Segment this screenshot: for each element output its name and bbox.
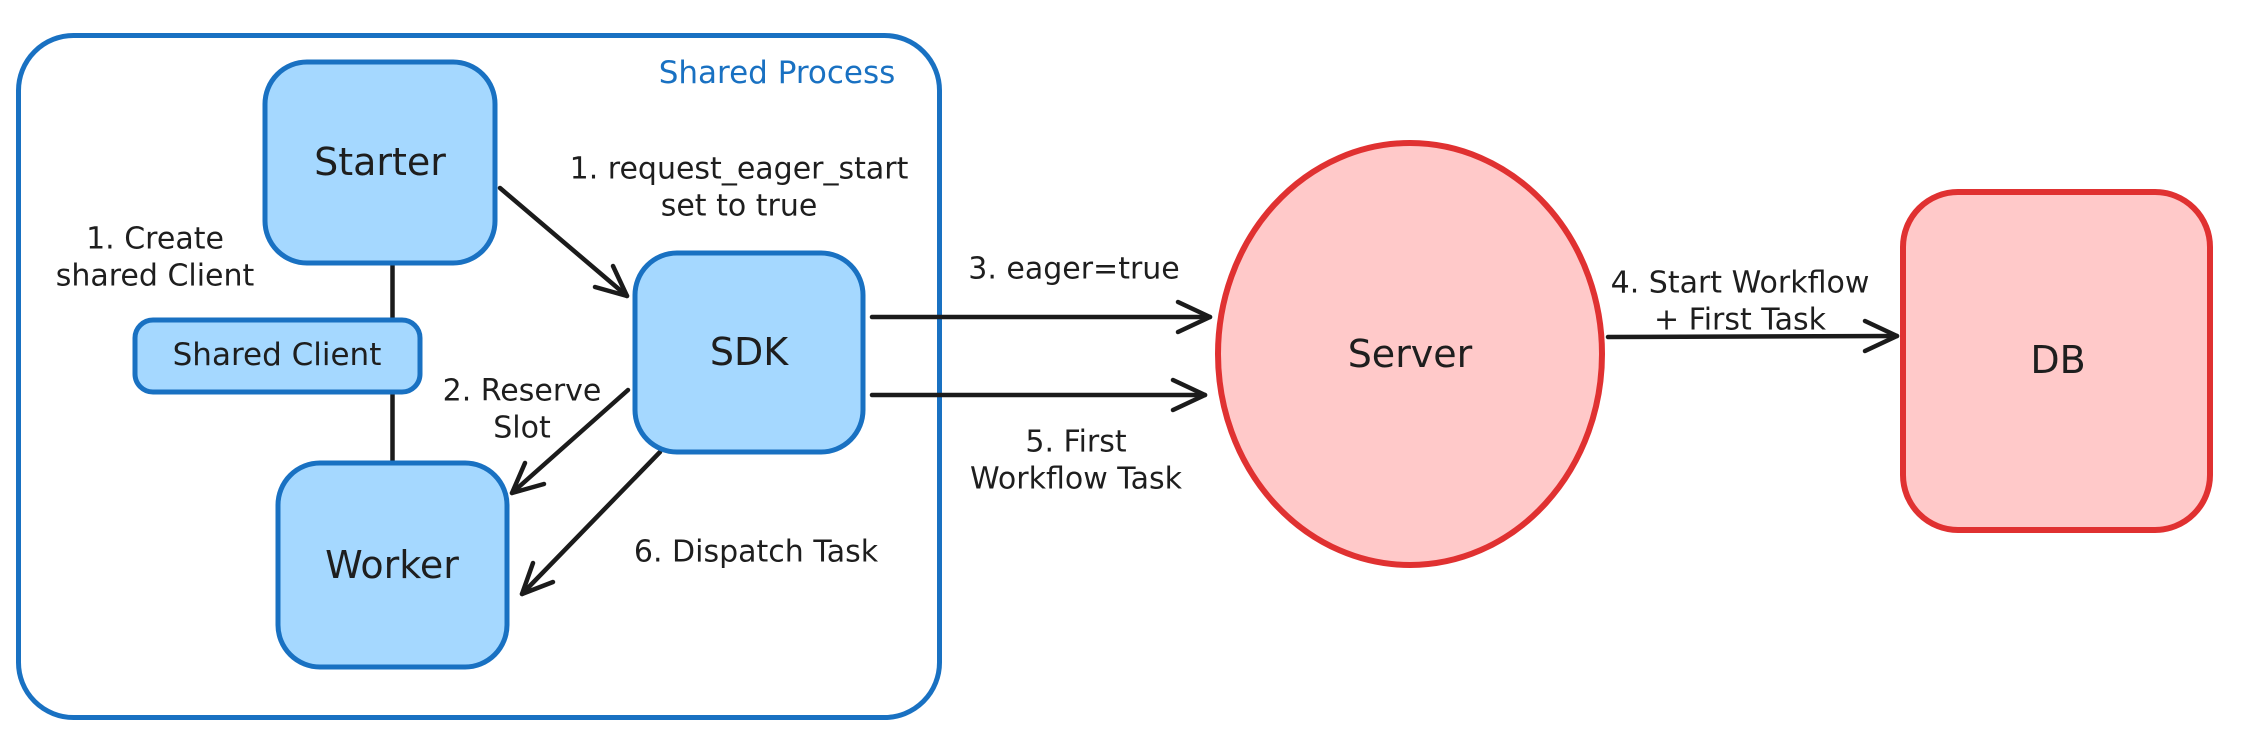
edge-label-request-eager-start: 1. request_eager_start set to true: [570, 151, 909, 224]
edge-label-line: 6. Dispatch Task: [633, 534, 879, 570]
edge-label-line: 1. Create: [86, 221, 224, 257]
shared-client-node-box: [132, 317, 423, 395]
edge-label-line: 4. Start Workflow: [1610, 265, 1870, 301]
edge-label-start-workflow: 4. Start Workflow + First Task: [1611, 265, 1870, 338]
edge-label-line: 1. request_eager_start: [569, 151, 909, 187]
edge-label-eager-true: 3. eager=true: [968, 252, 1180, 289]
edge-label-first-workflow-task: 5. First Workflow Task: [970, 424, 1182, 497]
edge-label-line: + First Task: [1653, 302, 1827, 337]
arrow-dispatch-task: [519, 449, 663, 597]
edge-label-dispatch-task: 6. Dispatch Task: [634, 535, 878, 572]
node-label-starter: Starter: [314, 139, 446, 184]
edge-label-line: Workflow Task: [969, 461, 1183, 496]
edge-label-line: 3. eager=true: [968, 251, 1180, 287]
edge-label-line: Slot: [493, 410, 551, 445]
node-label-shared-client: Shared Client: [172, 337, 382, 374]
shared-process-label: Shared Process: [658, 55, 896, 92]
db-node-box: [1900, 189, 2213, 533]
edge-label-reserve-slot: 2. Reserve Slot: [443, 373, 602, 446]
arrow-reserve-slot: [509, 387, 631, 496]
arrow-request-eager-start: [497, 185, 630, 299]
arrow-start-workflow: [1605, 318, 1900, 354]
node-label-db: DB: [2030, 337, 2086, 382]
sdk-node-box: [632, 250, 866, 455]
edge-label-line: set to true: [660, 188, 818, 223]
edge-label-line: 5. First: [1025, 424, 1127, 460]
shared-process-container-box: [16, 33, 942, 720]
server-node-ellipse: [1215, 140, 1605, 568]
starter-node-box: [262, 59, 498, 266]
arrow-eager-true: [869, 299, 1213, 335]
edge-label-create-shared-client: 1. Create shared Client: [56, 221, 255, 294]
edge-label-line: 2. Reserve: [442, 373, 602, 409]
node-label-worker: Worker: [325, 542, 459, 587]
worker-node-box: [275, 460, 510, 670]
node-label-sdk: SDK: [709, 329, 789, 374]
arrow-first-workflow-task: [869, 377, 1208, 413]
node-label-server: Server: [1347, 331, 1473, 376]
edge-label-line: shared Client: [55, 258, 255, 293]
